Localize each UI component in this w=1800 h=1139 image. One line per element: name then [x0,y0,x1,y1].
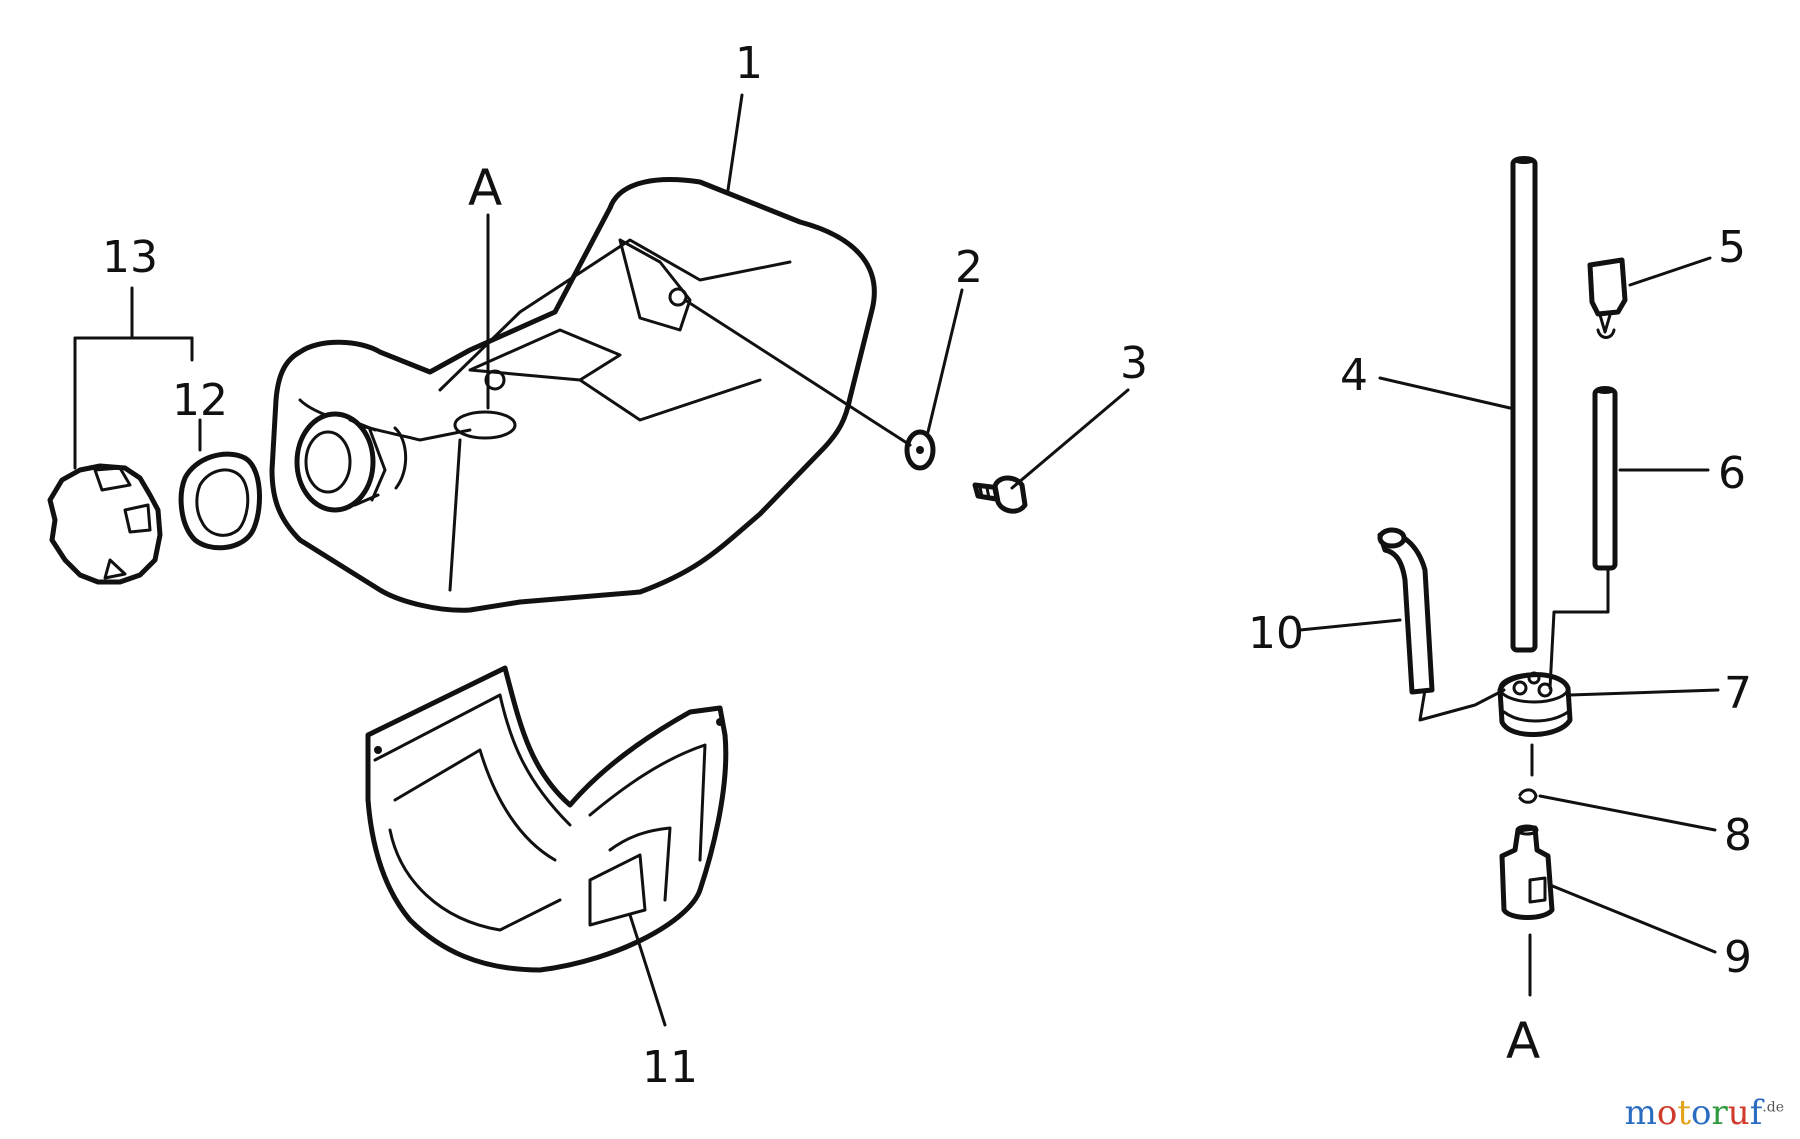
vent-cap [1587,257,1628,339]
watermark-letter: u [1727,1093,1750,1133]
watermark-letter: r [1711,1093,1728,1133]
callout-6: 6 [1718,448,1746,499]
watermark-letter: o [1656,1093,1678,1133]
callout-labels: 1 2 3 4 5 6 7 8 9 10 11 12 13 A A [102,38,1752,1093]
fuel-hose [1377,527,1435,695]
leader-lines [73,93,1720,1027]
reference-a-top: A [468,159,502,217]
callout-9: 9 [1724,932,1752,983]
watermark-letter: t [1677,1093,1692,1133]
watermark-logo: motoruf.de [1625,1093,1784,1133]
callout-13: 13 [102,232,158,283]
callout-11: 11 [642,1042,698,1093]
callout-12: 12 [172,375,228,426]
watermark-letter: f [1749,1093,1763,1133]
callout-5: 5 [1718,222,1746,273]
reference-a-bottom: A [1506,1012,1540,1070]
callout-3: 3 [1120,338,1148,389]
watermark-suffix: .de [1762,1099,1784,1116]
cap-gasket [178,451,262,551]
fuel-filter [1499,824,1555,920]
fuel-pipe-long [1510,156,1538,653]
callout-8: 8 [1724,810,1752,861]
fuel-tank [269,177,877,613]
callout-4: 4 [1340,350,1368,401]
tank-grommet [1497,671,1573,737]
bolt [972,475,1028,514]
callout-2: 2 [955,242,983,293]
callout-10: 10 [1248,608,1304,659]
washer [904,429,936,471]
watermark-letter: m [1624,1093,1657,1133]
tank-bracket [365,665,729,973]
watermark-letter: o [1691,1093,1712,1133]
callout-1: 1 [735,38,763,89]
fuel-pipe-short [1592,386,1618,571]
hose-clip [1518,788,1538,804]
fuel-cap [47,463,163,585]
callout-7: 7 [1724,668,1752,719]
